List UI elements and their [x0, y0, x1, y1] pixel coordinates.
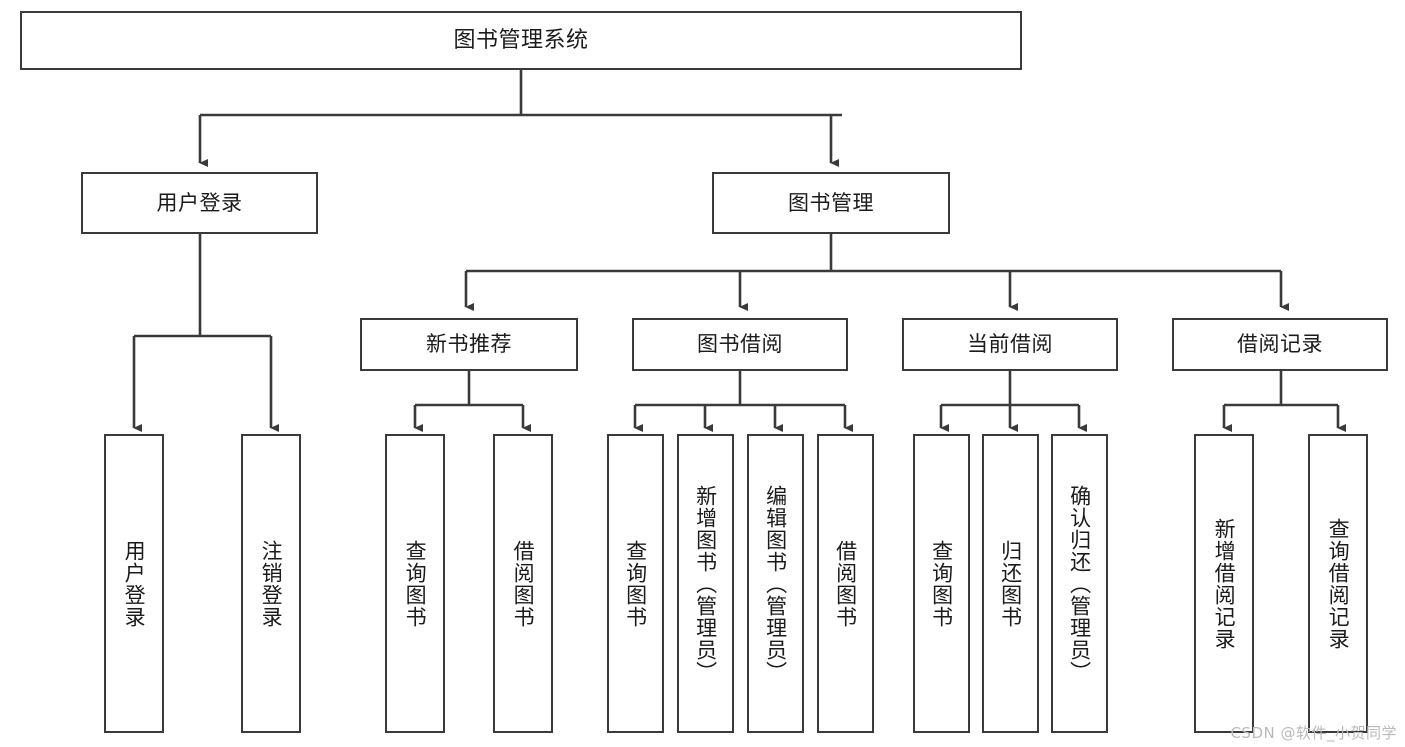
- node-label: 新增借阅记录: [1212, 518, 1237, 650]
- node-label: 借阅图书: [833, 540, 858, 628]
- node-label: 用户登录: [122, 540, 147, 628]
- leaf-add-book-admin[interactable]: 新增图书（管理员）: [677, 434, 734, 733]
- node-label: 注销登录: [259, 540, 284, 628]
- node-label: 用户登录: [156, 190, 243, 215]
- leaf-user-login[interactable]: 用户登录: [104, 434, 164, 733]
- node-label: 借阅记录: [1237, 332, 1323, 357]
- leaf-return-book[interactable]: 归还图书: [982, 434, 1039, 733]
- leaf-query-book-current[interactable]: 查询图书: [913, 434, 970, 733]
- node-label: 归还图书: [998, 540, 1023, 628]
- watermark: CSDN @软件_小贺同学: [1230, 724, 1397, 742]
- node-user-login[interactable]: 用户登录: [81, 172, 318, 234]
- node-label: 新书推荐: [426, 332, 512, 357]
- node-label: 确认归还（管理员）: [1067, 485, 1092, 683]
- node-label: 当前借阅: [967, 332, 1053, 357]
- leaf-query-book-recommend[interactable]: 查询图书: [385, 434, 445, 733]
- leaf-borrow-book-borrow[interactable]: 借阅图书: [817, 434, 874, 733]
- node-new-book-recommend[interactable]: 新书推荐: [360, 318, 578, 371]
- leaf-add-borrow-record[interactable]: 新增借阅记录: [1194, 434, 1254, 733]
- leaf-borrow-book-recommend[interactable]: 借阅图书: [493, 434, 553, 733]
- leaf-query-book-borrow[interactable]: 查询图书: [607, 434, 664, 733]
- node-borrow-record[interactable]: 借阅记录: [1172, 318, 1388, 371]
- leaf-confirm-return-admin[interactable]: 确认归还（管理员）: [1051, 434, 1108, 733]
- leaf-query-borrow-record[interactable]: 查询借阅记录: [1308, 434, 1368, 733]
- node-label: 查询图书: [929, 540, 954, 628]
- node-book-management[interactable]: 图书管理: [712, 172, 950, 234]
- node-current-borrow[interactable]: 当前借阅: [902, 318, 1118, 371]
- node-label: 图书借阅: [697, 332, 783, 357]
- leaf-logout-login[interactable]: 注销登录: [241, 434, 301, 733]
- node-label: 查询图书: [403, 540, 428, 628]
- node-label: 新增图书（管理员）: [693, 485, 718, 683]
- node-label: 借阅图书: [511, 540, 536, 628]
- node-root-book-management-system[interactable]: 图书管理系统: [20, 11, 1022, 70]
- node-label: 查询图书: [623, 540, 648, 628]
- node-label: 图书管理: [788, 190, 874, 215]
- node-book-borrow[interactable]: 图书借阅: [632, 318, 848, 371]
- leaf-edit-book-admin[interactable]: 编辑图书（管理员）: [747, 434, 804, 733]
- node-label: 查询借阅记录: [1326, 518, 1351, 650]
- node-label: 图书管理系统: [453, 27, 589, 53]
- node-label: 编辑图书（管理员）: [763, 485, 788, 683]
